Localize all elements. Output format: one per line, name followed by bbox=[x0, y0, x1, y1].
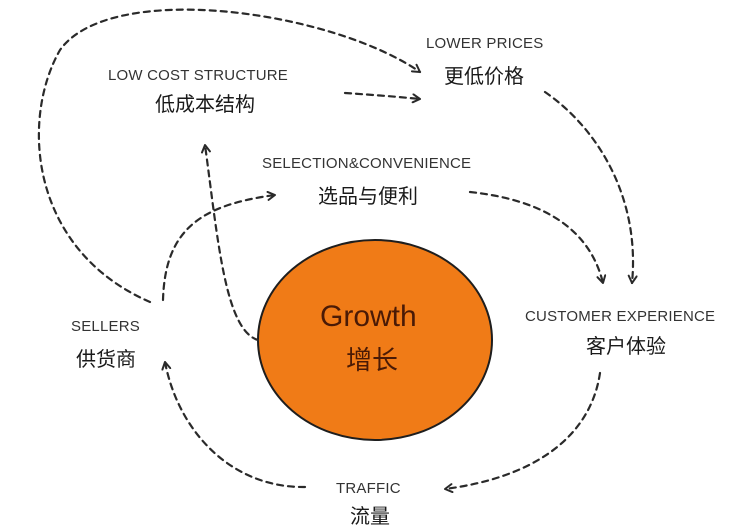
sellers-label-zh: 供货商 bbox=[76, 347, 136, 371]
growth-label-zh: 增长 bbox=[346, 346, 399, 376]
sellers-label-en: SELLERS bbox=[71, 318, 140, 335]
customer-experience-label-zh: 客户体验 bbox=[586, 334, 666, 358]
arrow-low-cost-to-lower-prices bbox=[343, 91, 422, 104]
traffic-label-en: TRAFFIC bbox=[336, 480, 401, 497]
arrow-sellers-to-lower-prices bbox=[37, 8, 422, 304]
selection-convenience-label-en: SELECTION&CONVENIENCE bbox=[262, 155, 472, 172]
arrow-growth-to-low-cost bbox=[200, 143, 260, 342]
arrow-selection-to-customer-experience bbox=[468, 190, 607, 285]
customer-experience-label-en: CUSTOMER EXPERIENCE bbox=[525, 308, 716, 325]
arrow-customer-experience-to-traffic bbox=[443, 371, 602, 494]
traffic-label-zh: 流量 bbox=[350, 504, 390, 528]
arrow-traffic-to-sellers bbox=[161, 360, 307, 489]
selection-convenience-label-zh: 选品与便利 bbox=[318, 184, 418, 208]
arrow-lower-prices-to-customer-experience bbox=[543, 90, 638, 285]
lower-prices-label-en: LOWER PRICES bbox=[426, 35, 544, 52]
low-cost-structure-label-en: LOW COST STRUCTURE bbox=[108, 67, 288, 84]
arrow-sellers-to-selection bbox=[161, 190, 277, 302]
lower-prices-label-zh: 更低价格 bbox=[444, 64, 524, 88]
low-cost-structure-label-zh: 低成本结构 bbox=[155, 92, 255, 116]
growth-label-en: Growth bbox=[320, 300, 417, 333]
